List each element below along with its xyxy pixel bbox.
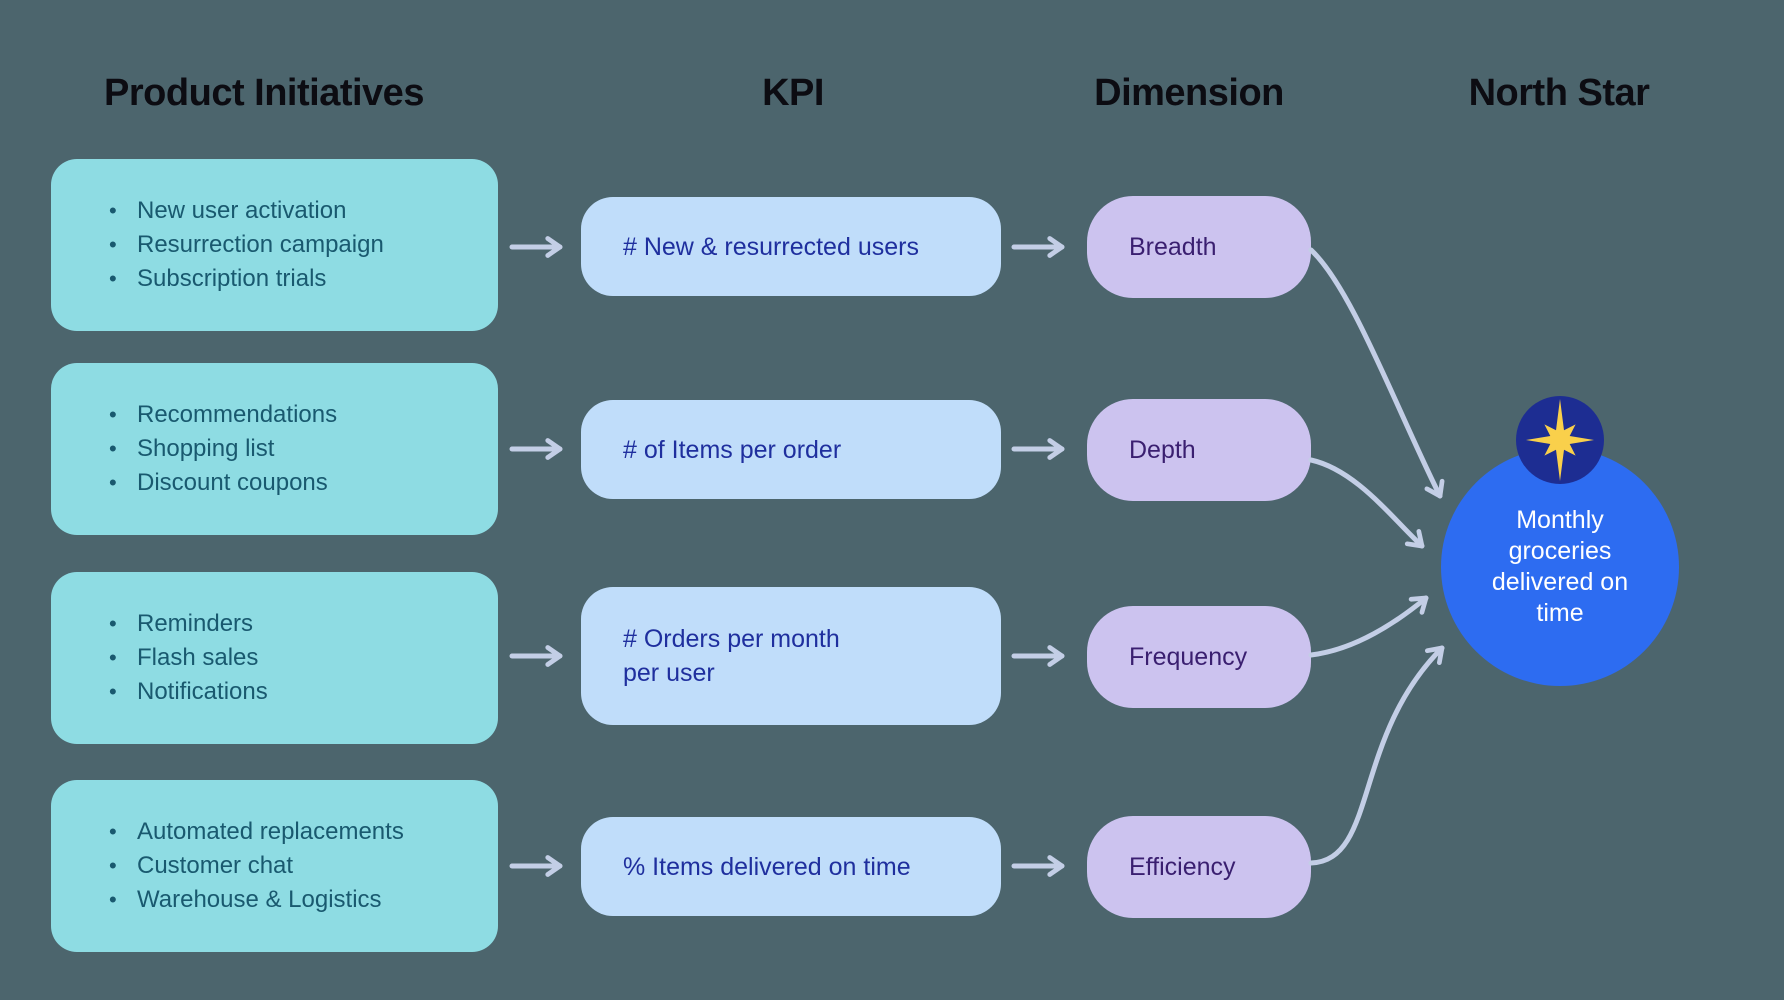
initiative-item: Flash sales [103,641,268,675]
initiative-item: Notifications [103,675,268,709]
initiative-list: Recommendations Shopping list Discount c… [103,398,337,500]
arrow-dimension-to-northstar-4 [1308,645,1445,866]
kpi-label: # New & resurrected users [623,232,919,261]
kpi-label: # of Items per order [623,435,842,464]
initiative-list: New user activation Resurrection campaig… [103,194,384,296]
kpi-label: % Items delivered on time [623,852,911,881]
north-star-node: Monthly groceries delivered on time [1441,448,1679,686]
initiative-item: Discount coupons [103,466,337,500]
dimension-pill-breadth: Breadth [1087,196,1311,298]
initiative-item: Automated replacements [103,815,404,849]
dimension-pill-efficiency: Efficiency [1087,816,1311,918]
header-north-star: North Star [1468,72,1650,114]
initiative-list: Reminders Flash sales Notifications [103,607,268,709]
initiative-list: Automated replacements Customer chat War… [103,815,404,917]
initiative-item: Reminders [103,607,268,641]
dimension-label: Depth [1129,435,1196,464]
initiative-item: Resurrection campaign [103,228,384,262]
initiative-item: New user activation [103,194,384,228]
header-product-initiatives: Product Initiatives [104,72,424,114]
dimension-label: Efficiency [1129,852,1236,881]
initiatives-box-row2: Recommendations Shopping list Discount c… [51,363,498,535]
initiative-item: Subscription trials [103,262,384,296]
initiative-item: Customer chat [103,849,404,883]
kpi-box-row4: % Items delivered on time [581,817,1001,916]
arrow-dimension-to-northstar-1 [1308,247,1445,499]
initiatives-box-row1: New user activation Resurrection campaig… [51,159,498,331]
initiative-item: Recommendations [103,398,337,432]
kpi-box-row1: # New & resurrected users [581,197,1001,296]
dimension-pill-frequency: Frequency [1087,606,1311,708]
kpi-box-row2: # of Items per order [581,400,1001,499]
header-kpi: KPI [762,72,824,114]
kpi-box-row3: # Orders per month per user [581,587,1001,725]
north-star-icon [1526,399,1594,481]
initiative-item: Warehouse & Logistics [103,883,404,917]
dimension-label: Frequency [1129,642,1248,671]
header-dimension: Dimension [1094,72,1284,114]
kpi-label: # Orders per month per user [623,625,840,687]
dimension-label: Breadth [1129,232,1217,261]
initiatives-box-row4: Automated replacements Customer chat War… [51,780,498,952]
initiative-item: Shopping list [103,432,337,466]
arrow-dimension-to-northstar-3 [1308,595,1429,658]
dimension-pill-depth: Depth [1087,399,1311,501]
north-star-badge [1516,396,1604,484]
north-star-label: Monthly groceries delivered on time [1491,506,1629,627]
initiatives-box-row3: Reminders Flash sales Notifications [51,572,498,744]
arrow-dimension-to-northstar-2 [1308,457,1425,549]
